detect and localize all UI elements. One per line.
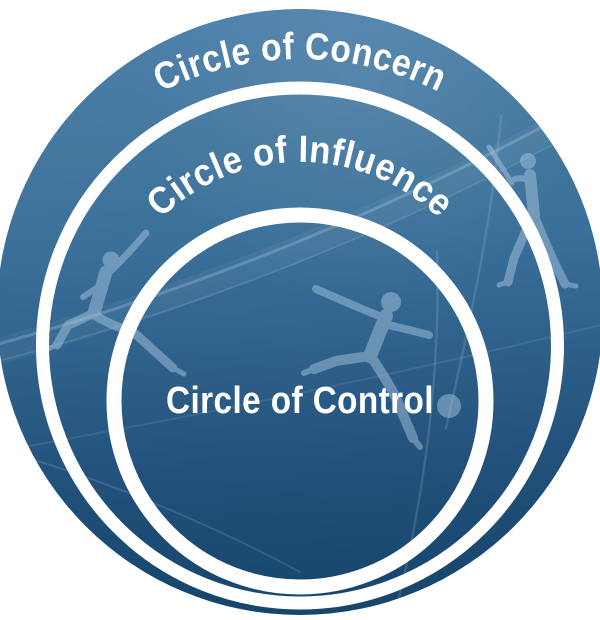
leaping-athlete-silhouette — [45, 229, 187, 377]
soccer-player-silhouette — [301, 285, 461, 450]
circle-of-control-ring — [106, 207, 494, 595]
circle-of-influence-ring — [36, 81, 564, 610]
disc-highlight — [0, 9, 600, 615]
soccer-ball-icon — [437, 394, 461, 418]
circle-of-control-label: Circle of Control — [166, 380, 434, 422]
baseball-bat-icon — [486, 144, 515, 186]
baseball-batter-silhouette — [486, 144, 579, 289]
